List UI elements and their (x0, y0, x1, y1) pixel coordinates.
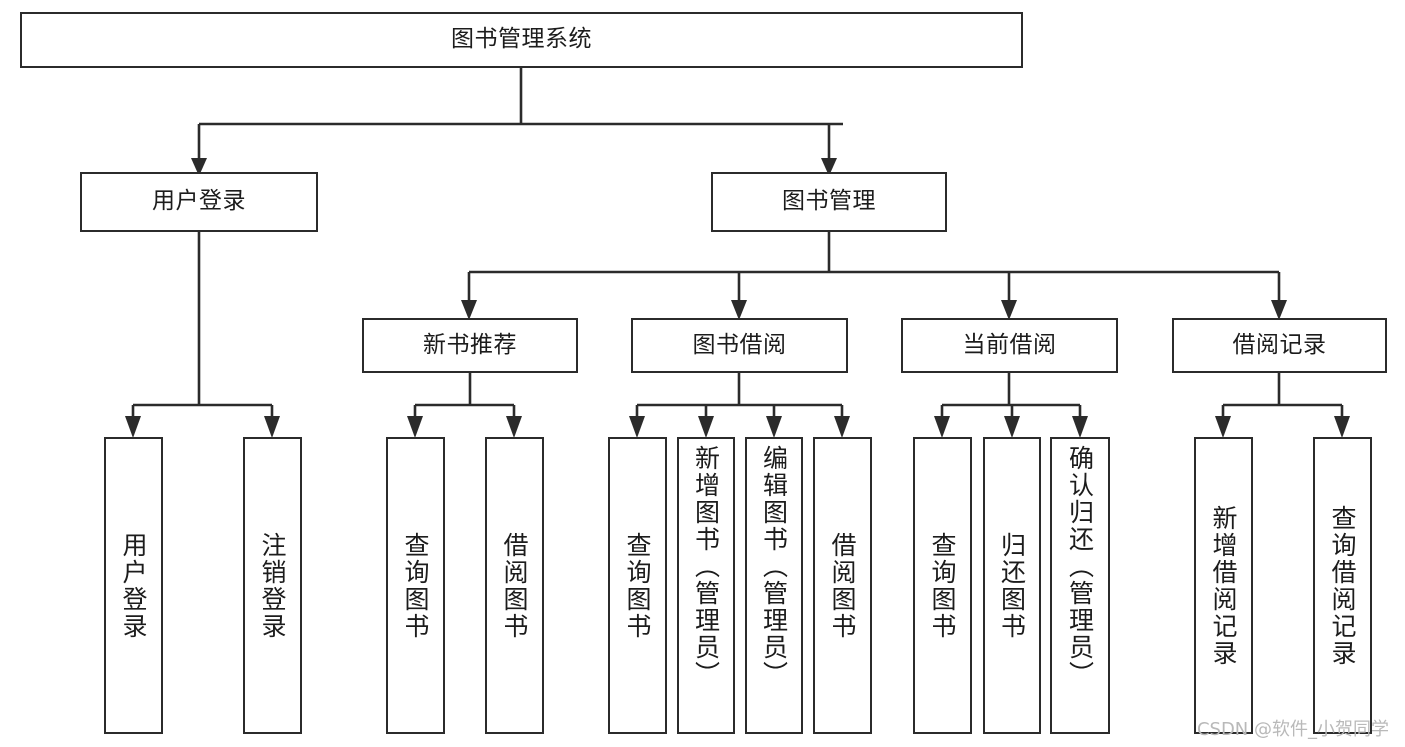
node-leaf-cur-query-book[interactable]: 查询图书 (913, 437, 972, 734)
arrowhead-leaf-cur-return-book (1004, 416, 1020, 438)
node-label-book-borrow: 图书借阅 (692, 331, 787, 358)
arrowhead-leaf-rec-query-record (1334, 416, 1350, 438)
edge-group-current-borrow (940, 373, 1082, 422)
node-leaf-borrow-add-book[interactable]: 新增图书（管理员） (677, 437, 735, 734)
edge-group-borrow-record (1221, 373, 1344, 422)
arrowhead-leaf-borrow-query-book (629, 416, 645, 438)
arrowheads-book-borrow-children (629, 416, 850, 438)
node-label-leaf-borrow-borrow-book: 借阅图书 (828, 531, 857, 640)
node-leaf-borrow-borrow-book[interactable]: 借阅图书 (813, 437, 872, 734)
node-label-leaf-borrow-edit-book: 编辑图书（管理员） (759, 445, 789, 688)
node-user-login[interactable]: 用户登录 (80, 172, 318, 232)
node-label-current-borrow: 当前借阅 (962, 331, 1057, 358)
node-label-leaf-cur-confirm-return: 确认归还（管理员） (1065, 445, 1095, 688)
node-label-leaf-rec-query-book: 查询图书 (401, 531, 430, 640)
node-leaf-cur-return-book[interactable]: 归还图书 (983, 437, 1041, 734)
arrowhead-current-borrow (1001, 300, 1017, 320)
node-label-new-book-rec: 新书推荐 (423, 331, 517, 358)
node-label-leaf-user-logout: 注销登录 (258, 531, 287, 640)
node-leaf-user-login[interactable]: 用户登录 (104, 437, 163, 734)
node-leaf-rec-borrow-book[interactable]: 借阅图书 (485, 437, 544, 734)
arrowhead-leaf-user-login (125, 416, 141, 438)
node-label-root: 图书管理系统 (451, 26, 592, 53)
node-label-leaf-rec-add-record: 新增借阅记录 (1209, 504, 1238, 667)
node-book-manage[interactable]: 图书管理 (711, 172, 947, 232)
node-label-borrow-record: 借阅记录 (1232, 331, 1327, 358)
edge-group-book-borrow (635, 373, 844, 422)
arrowhead-leaf-cur-confirm-return (1072, 416, 1088, 438)
arrowheads-user-login-children (125, 416, 280, 438)
node-label-leaf-cur-return-book: 归还图书 (997, 531, 1027, 640)
arrowheads-borrow-record-children (1215, 416, 1350, 438)
arrowhead-leaf-borrow-add-book (698, 416, 714, 438)
arrowhead-leaf-borrow-borrow-book (834, 416, 850, 438)
node-leaf-user-logout[interactable]: 注销登录 (243, 437, 302, 734)
node-leaf-borrow-query-book[interactable]: 查询图书 (608, 437, 667, 734)
edge-group-user-login (131, 232, 274, 422)
node-book-borrow[interactable]: 图书借阅 (631, 318, 848, 373)
arrowheads-current-borrow-children (934, 416, 1088, 438)
node-label-book-manage: 图书管理 (782, 188, 876, 215)
node-label-user-login: 用户登录 (152, 188, 246, 215)
arrowhead-leaf-rec-query-book (407, 416, 423, 438)
arrowhead-leaf-cur-query-book (934, 416, 950, 438)
arrowhead-leaf-user-logout (264, 416, 280, 438)
node-leaf-rec-query-book[interactable]: 查询图书 (386, 437, 445, 734)
node-label-leaf-borrow-query-book: 查询图书 (623, 531, 652, 640)
arrowhead-leaf-rec-borrow-book (506, 416, 522, 438)
arrowhead-leaf-rec-add-record (1215, 416, 1231, 438)
watermark-text: CSDN @软件_小贺同学 (1196, 719, 1389, 740)
arrowheads-level3 (461, 300, 1287, 320)
node-label-leaf-borrow-add-book: 新增图书（管理员） (691, 445, 721, 688)
node-leaf-rec-query-record[interactable]: 查询借阅记录 (1313, 437, 1372, 734)
arrowhead-leaf-borrow-edit-book (766, 416, 782, 438)
node-leaf-borrow-edit-book[interactable]: 编辑图书（管理员） (745, 437, 803, 734)
arrowhead-borrow-record (1271, 300, 1287, 320)
arrowhead-new-book-rec (461, 300, 477, 320)
node-borrow-record[interactable]: 借阅记录 (1172, 318, 1387, 373)
edge-group-root (197, 68, 843, 160)
node-label-leaf-cur-query-book: 查询图书 (928, 531, 957, 640)
node-label-leaf-user-login: 用户登录 (119, 531, 148, 640)
arrowheads-new-book-rec-children (407, 416, 522, 438)
node-label-leaf-rec-query-record: 查询借阅记录 (1328, 504, 1357, 667)
node-leaf-cur-confirm-return[interactable]: 确认归还（管理员） (1050, 437, 1110, 734)
node-new-book-rec[interactable]: 新书推荐 (362, 318, 578, 373)
arrowhead-book-borrow (731, 300, 747, 320)
node-leaf-rec-add-record[interactable]: 新增借阅记录 (1194, 437, 1253, 734)
edge-group-book-manage (467, 232, 1281, 302)
node-root[interactable]: 图书管理系统 (20, 12, 1023, 68)
node-current-borrow[interactable]: 当前借阅 (901, 318, 1118, 373)
edge-group-new-book-rec (413, 373, 516, 422)
node-label-leaf-rec-borrow-book: 借阅图书 (500, 531, 529, 640)
